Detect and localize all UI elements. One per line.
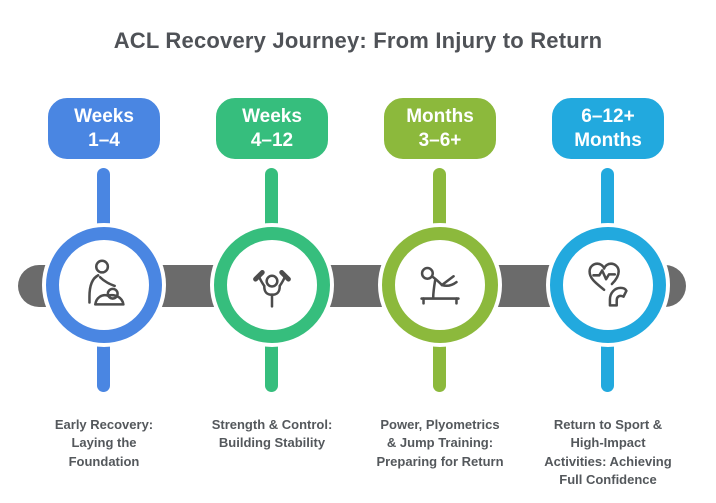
stage-ring bbox=[550, 227, 666, 343]
stage-description: Early Recovery: Laying the Foundation bbox=[54, 417, 154, 469]
page-title: ACL Recovery Journey: From Injury to Ret… bbox=[113, 28, 603, 53]
stage-ring bbox=[46, 227, 162, 343]
stage-column-weeks-4-12: Weeks 4–12 Strength & Control: Building … bbox=[188, 0, 356, 503]
stage-period-label: Weeks 4–12 bbox=[242, 105, 302, 151]
stage-ring bbox=[382, 227, 498, 343]
stem-bottom bbox=[433, 332, 446, 392]
stage-column-weeks-1-4: Weeks 1–4 Early Recovery: Laying the Fou… bbox=[20, 0, 188, 503]
stage-period-label: 6–12+ Months bbox=[574, 105, 642, 151]
stage-period-pill: Months 3–6+ bbox=[381, 95, 499, 162]
stem-top bbox=[601, 168, 614, 238]
stage-period-pill: Weeks 1–4 bbox=[45, 95, 163, 162]
physical-therapy-icon bbox=[88, 259, 125, 306]
stage-ring bbox=[214, 227, 330, 343]
stage-period-label: Months 3–6+ bbox=[406, 105, 474, 151]
stage-period-pill: Weeks 4–12 bbox=[213, 95, 331, 162]
jump-training-icon bbox=[420, 266, 460, 305]
stage-column-months-3-6: Months 3–6+ Power, Plyometrics & Jump Tr… bbox=[356, 0, 524, 503]
heart-strength-icon bbox=[588, 262, 628, 307]
stage-description: Strength & Control: Building Stability bbox=[211, 417, 333, 451]
stage-description: Power, Plyometrics & Jump Training: Prep… bbox=[376, 417, 504, 469]
stem-bottom bbox=[265, 332, 278, 392]
stage-period-pill: 6–12+ Months bbox=[549, 95, 667, 162]
stage-description: Return to Sport & High-Impact Activities… bbox=[544, 417, 672, 488]
stem-top bbox=[433, 168, 446, 238]
stem-top bbox=[97, 168, 110, 238]
stem-bottom bbox=[97, 332, 110, 392]
stage-period-label: Weeks 1–4 bbox=[74, 105, 134, 151]
stem-bottom bbox=[601, 332, 614, 392]
stem-top bbox=[265, 168, 278, 238]
weightlifting-icon bbox=[253, 269, 291, 308]
stage-column-months-6-12: 6–12+ Months Return to Sport & High-Impa… bbox=[524, 0, 692, 503]
